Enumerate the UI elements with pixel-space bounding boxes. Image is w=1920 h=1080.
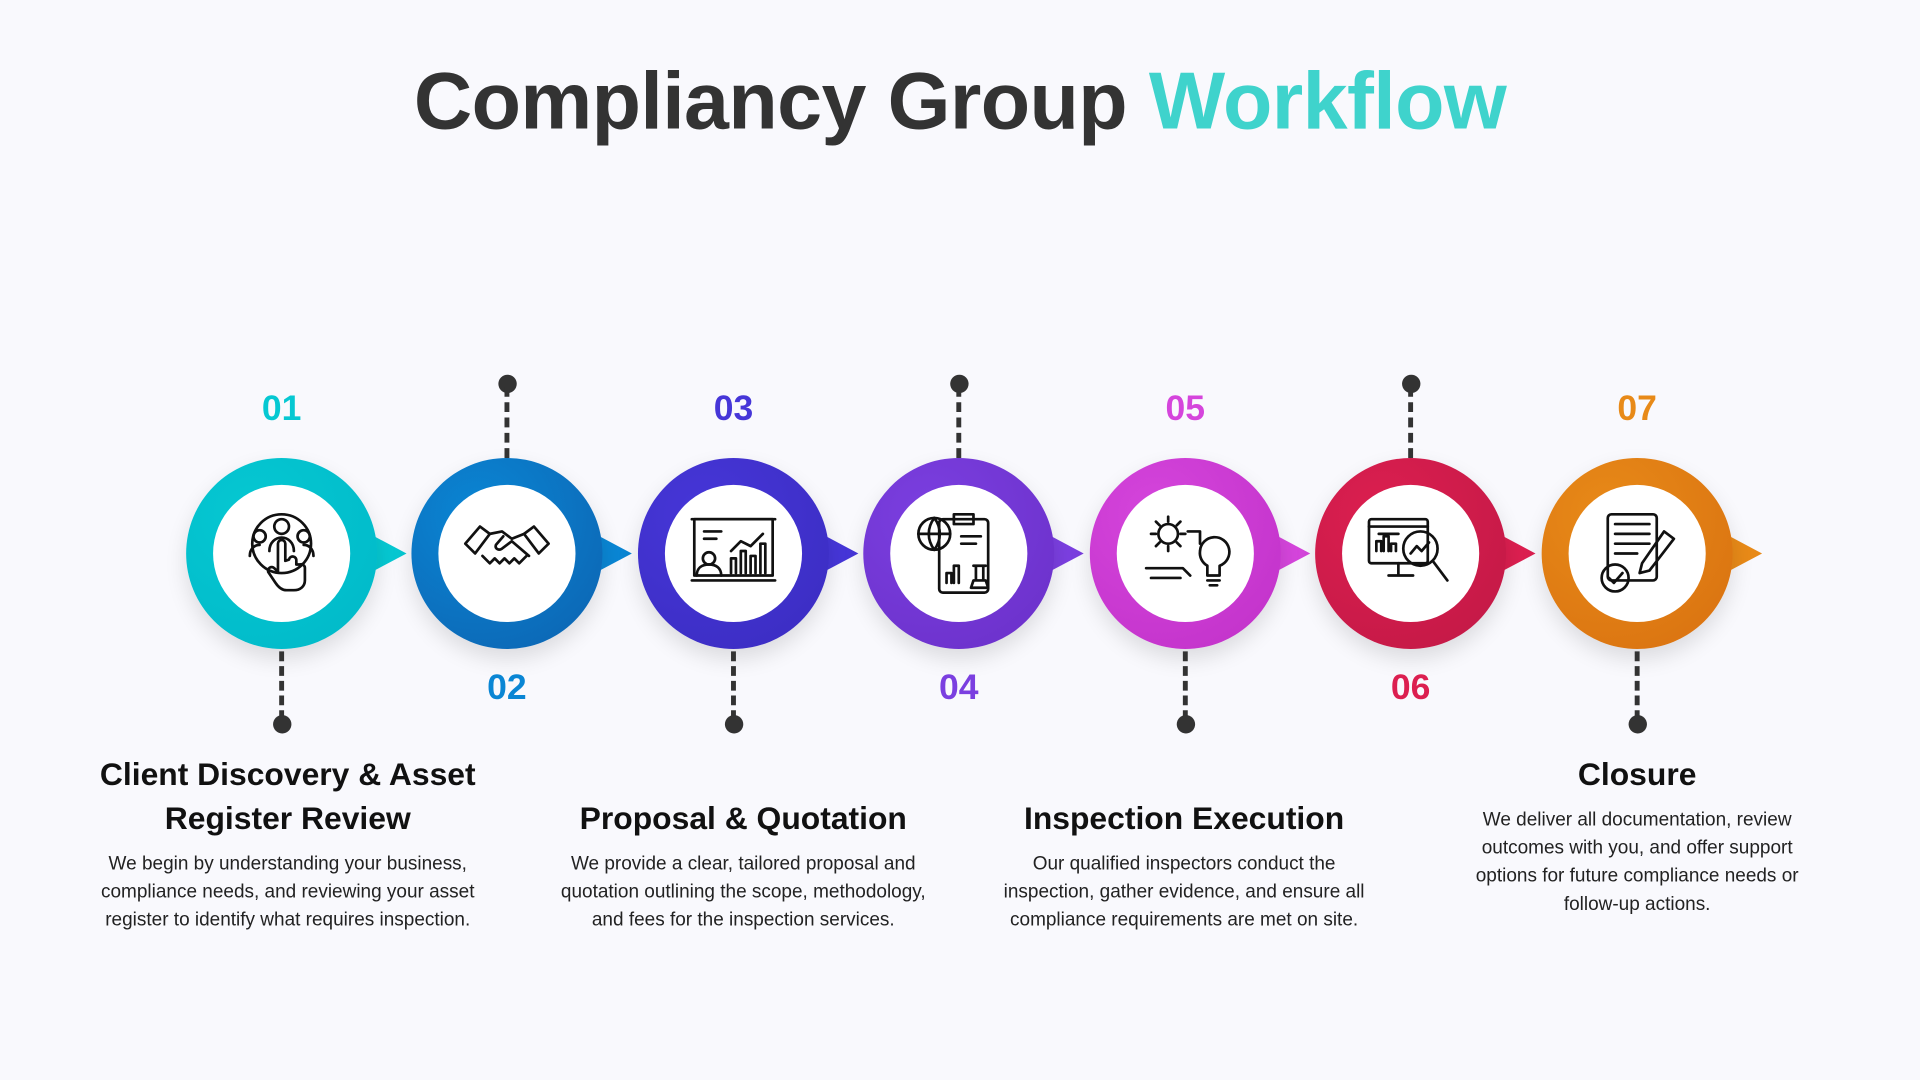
title-accent: Workflow bbox=[1148, 55, 1507, 146]
step-number: 06 bbox=[1390, 668, 1431, 708]
handshake-icon bbox=[463, 525, 550, 565]
connector-line bbox=[504, 386, 510, 458]
step-icon-holder bbox=[438, 484, 576, 623]
connector-line bbox=[956, 386, 962, 458]
gear-bulb-icon bbox=[1144, 515, 1231, 587]
connector-line bbox=[731, 651, 736, 721]
connector-line bbox=[1634, 651, 1640, 721]
step-number: 05 bbox=[1165, 389, 1206, 429]
step-icon-holder bbox=[1568, 484, 1706, 623]
step-card: Proposal & Quotation We provide a clear, … bbox=[560, 796, 927, 934]
step-title: Client Discovery & Asset Register Review bbox=[99, 755, 476, 837]
presentation-icon bbox=[690, 517, 777, 582]
step-icon-holder bbox=[213, 484, 351, 623]
strategy-clipboard-icon bbox=[917, 512, 990, 595]
step-card: Closure We deliver all documentation, rev… bbox=[1453, 752, 1820, 919]
connector-dot bbox=[273, 715, 292, 734]
connector-dot bbox=[1628, 715, 1647, 734]
connector-dot bbox=[724, 715, 744, 734]
connector-dot bbox=[498, 374, 517, 394]
step-icon-holder bbox=[664, 484, 803, 623]
step-icon-holder bbox=[1342, 484, 1480, 623]
step-number: 04 bbox=[939, 668, 979, 708]
step-ring bbox=[411, 457, 603, 649]
step-title: Proposal & Quotation bbox=[579, 799, 907, 837]
connector-line bbox=[279, 651, 285, 721]
page-title: Compliancy Group Workflow bbox=[0, 54, 1920, 147]
step-description: We deliver all documentation, review out… bbox=[1475, 809, 1799, 915]
title-main: Compliancy Group bbox=[413, 55, 1128, 146]
step-ring bbox=[1541, 457, 1733, 649]
monitor-analytics-icon bbox=[1367, 517, 1449, 582]
step-description: We begin by understanding your business,… bbox=[101, 853, 475, 931]
step-title: Closure bbox=[1577, 755, 1697, 793]
connector-line bbox=[1408, 386, 1414, 458]
step-card: Client Discovery & Asset Register Review… bbox=[98, 752, 478, 934]
step-ring bbox=[863, 457, 1055, 649]
connector-line bbox=[1182, 651, 1188, 721]
step-number: 07 bbox=[1617, 389, 1657, 429]
step-title: Inspection Execution bbox=[1023, 799, 1345, 837]
step-icon-holder bbox=[890, 484, 1028, 623]
step-ring bbox=[1315, 457, 1507, 649]
connector-dot bbox=[1176, 715, 1196, 734]
step-description: Our qualified inspectors conduct the ins… bbox=[1003, 853, 1365, 931]
step-number: 03 bbox=[713, 389, 754, 429]
step-ring bbox=[637, 457, 829, 649]
step-description: We provide a clear, tailored proposal an… bbox=[560, 853, 926, 931]
document-check-icon bbox=[1600, 512, 1676, 593]
connector-dot bbox=[950, 374, 969, 394]
step-number: 01 bbox=[261, 389, 302, 429]
user-touch-icon bbox=[248, 512, 315, 592]
step-ring bbox=[186, 457, 378, 649]
step-ring bbox=[1089, 457, 1281, 649]
step-icon-holder bbox=[1116, 484, 1254, 623]
step-number: 02 bbox=[487, 668, 527, 708]
connector-dot bbox=[1402, 374, 1421, 394]
